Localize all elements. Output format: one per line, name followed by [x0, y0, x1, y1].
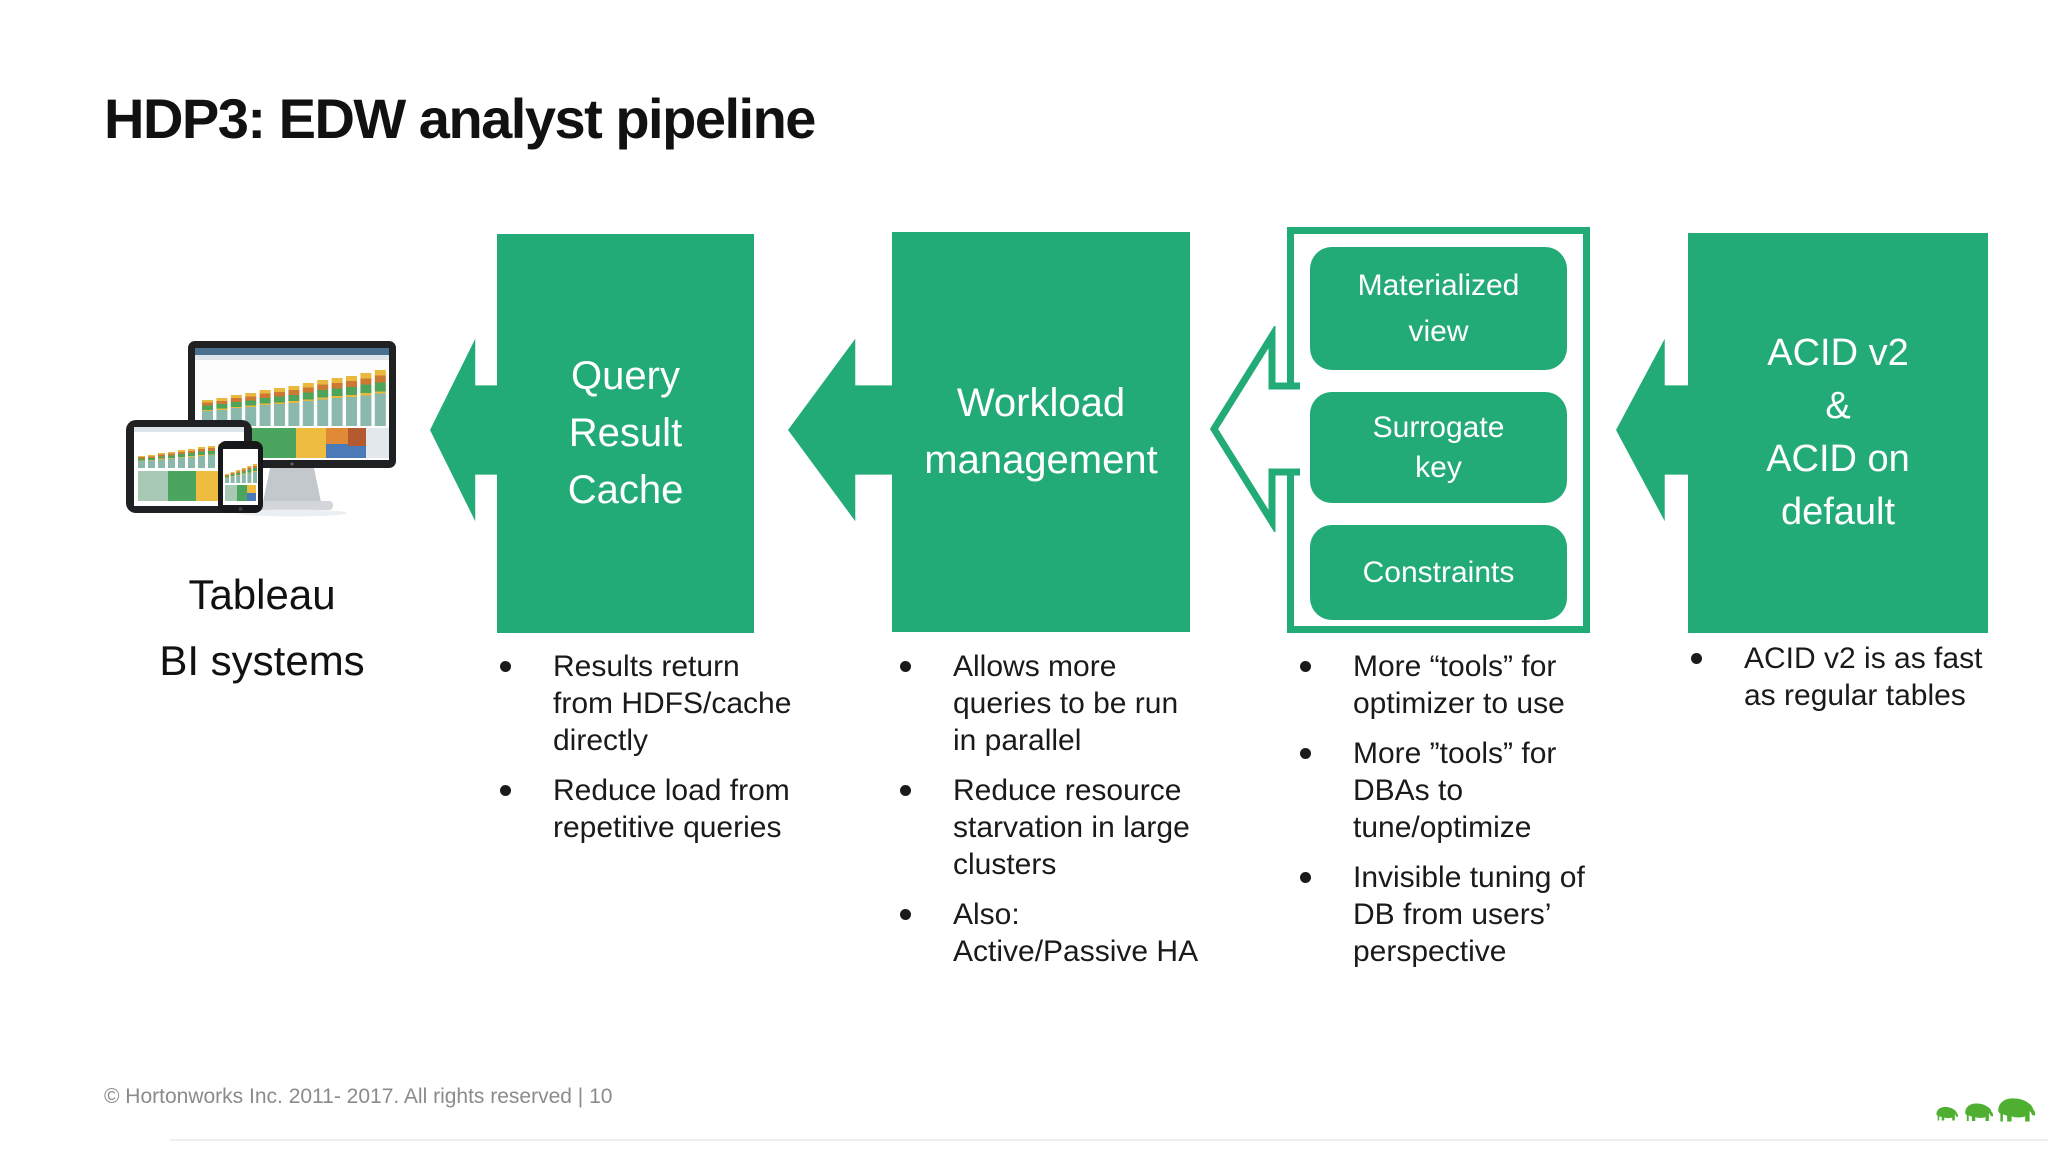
- bullet-dot-icon: [1691, 653, 1702, 664]
- bullet-text: Reduce resource starvation in large clus…: [953, 774, 1190, 881]
- bullet-dot-icon: [500, 785, 511, 796]
- bullet-item: Reduce load from repetitive queries: [497, 772, 869, 846]
- bullet-text: Allows more queries to be run in paralle…: [953, 650, 1179, 757]
- stage-box-optimizer-tools: Materialized view Surrogate key Constrai…: [1287, 227, 1590, 633]
- bullet-dot-icon: [900, 785, 911, 796]
- stage-label: Workload management: [924, 381, 1158, 482]
- bullet-dot-icon: [1300, 748, 1311, 759]
- arrow-acid-to-optimizer-icon: [1616, 338, 1700, 522]
- bullet-item: Reduce resource starvation in large clus…: [897, 772, 1269, 883]
- bullet-text: Reduce load from repetitive queries: [553, 774, 790, 844]
- copyright-footer: © Hortonworks Inc. 2011- 2017. All right…: [104, 1085, 613, 1108]
- bullet-item: Results return from HDFS/cache directly: [497, 648, 869, 759]
- bullet-item: Also: Active/Passive HA: [897, 896, 1269, 970]
- bullet-text: ACID v2 is as fast as regular tables: [1744, 642, 1983, 712]
- arrow-cache-to-bi-icon: [430, 338, 508, 522]
- arrow-optimizer-to-workload-outline-icon: [1209, 326, 1300, 532]
- stage-box-workload-management: Workload management: [892, 232, 1190, 632]
- bullet-dot-icon: [500, 661, 511, 672]
- bullet-text: Results return from HDFS/cache directly: [553, 650, 792, 757]
- bullet-text: Also: Active/Passive HA: [953, 898, 1199, 968]
- pill-constraints: Constraints: [1310, 525, 1567, 620]
- bullet-dot-icon: [900, 909, 911, 920]
- bi-devices-image: [126, 341, 396, 517]
- bullet-text: Invisible tuning of DB from users’ persp…: [1353, 861, 1585, 968]
- stage-label: Query Result Cache: [567, 354, 684, 512]
- page-title: HDP3: EDW analyst pipeline: [104, 87, 816, 150]
- hortonworks-elephants-logo-icon: [1936, 1098, 2036, 1122]
- bi-systems-label: Tableau BI systems: [159, 571, 365, 684]
- arrow-workload-to-cache-icon: [788, 338, 904, 522]
- bullet-item: Invisible tuning of DB from users’ persp…: [1297, 859, 1669, 970]
- bullet-list-acid-v2: ACID v2 is as fast as regular tables: [1688, 640, 2048, 727]
- stage-box-acid-v2: ACID v2 & ACID on default: [1688, 233, 1988, 633]
- bullet-item: More “tools” for optimizer to use: [1297, 648, 1669, 722]
- bullet-dot-icon: [1300, 661, 1311, 672]
- stage-label: ACID v2 & ACID on default: [1766, 332, 1910, 533]
- pill-surrogate-key: Surrogate key: [1310, 392, 1567, 503]
- bullet-text: More “tools” for optimizer to use: [1353, 650, 1565, 720]
- bullet-text: More ”tools” for DBAs to tune/optimize: [1353, 737, 1557, 844]
- pill-materialized-view: Materialized view: [1310, 247, 1567, 370]
- bullet-item: Allows more queries to be run in paralle…: [897, 648, 1269, 759]
- bullet-item: More ”tools” for DBAs to tune/optimize: [1297, 735, 1669, 846]
- bullet-item: ACID v2 is as fast as regular tables: [1688, 640, 2048, 714]
- bullet-list-workload-management: Allows more queries to be run in paralle…: [897, 648, 1269, 983]
- phone-graphic: [218, 441, 263, 513]
- stage-box-query-result-cache: Query Result Cache: [497, 234, 754, 633]
- bottom-edge-line: [170, 1139, 2048, 1141]
- bullet-dot-icon: [1300, 872, 1311, 883]
- bullet-dot-icon: [900, 661, 911, 672]
